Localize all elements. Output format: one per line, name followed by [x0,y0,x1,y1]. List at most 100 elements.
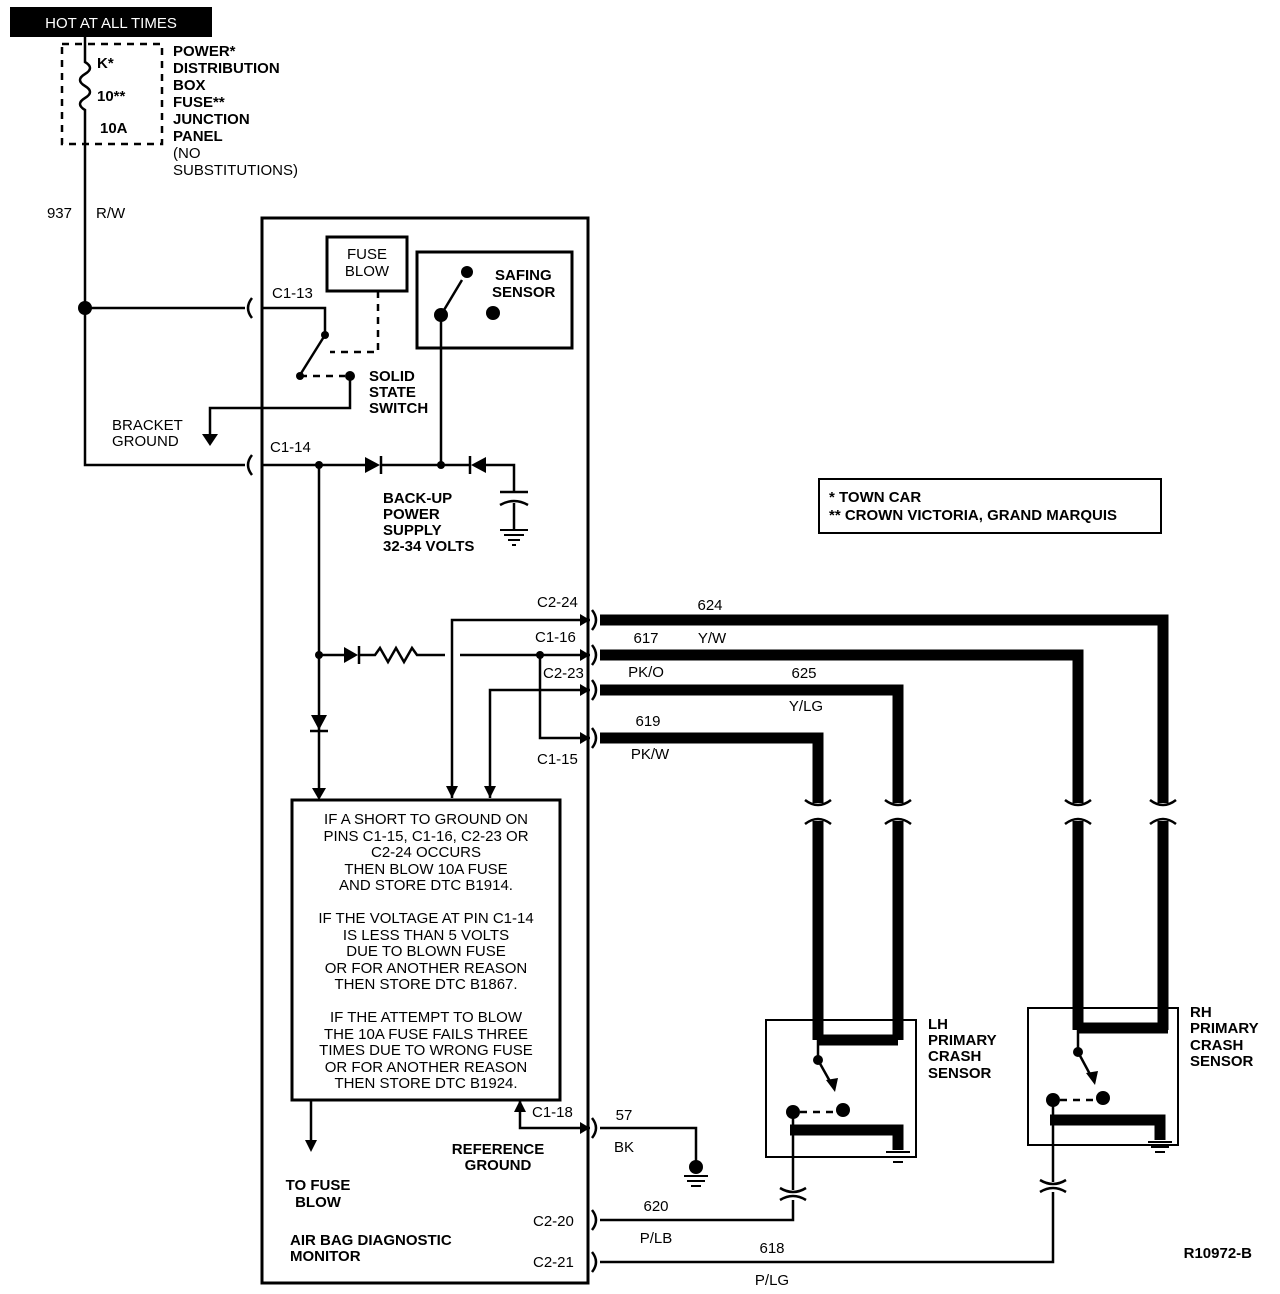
safing-switch-arm [439,279,464,316]
lh-sensor-label-2: PRIMARY [928,1032,997,1049]
diagnostic-logic-box [290,798,562,1102]
fuse-element [78,37,92,300]
lh-sensor-label-3: CRASH [928,1048,981,1065]
fuse-box-outline [60,42,164,146]
svg-text:THEN STORE DTC B1924.: THEN STORE DTC B1924. [334,1075,517,1092]
svg-text:BOX: BOX [173,77,206,94]
solid-state-label-1: SOLID [369,368,415,385]
safing-label-2: SENSOR [492,284,556,301]
svg-text:OR FOR ANOTHER REASON: OR FOR ANOTHER REASON [325,1059,528,1076]
wire-620-number: 620 [643,1198,668,1215]
label-c1-18: C1-18 [532,1104,573,1121]
backup-label-1: BACK-UP [383,490,452,507]
rh-sensor-label-4: SENSOR [1190,1053,1254,1070]
backup-label-3: SUPPLY [383,522,442,539]
svg-text:POWER*: POWER* [173,43,236,60]
svg-text:IF THE ATTEMPT TO BLOW: IF THE ATTEMPT TO BLOW [330,1009,523,1026]
air-bag-diagnostic-monitor [260,216,590,1285]
wire-619-number: 619 [635,713,660,730]
connector-c1-13 [246,297,254,319]
label-c2-24: C2-24 [537,594,578,611]
ground-symbol [500,529,528,546]
legend-line-2: ** CROWN VICTORIA, GRAND MARQUIS [829,507,1117,524]
wire-625-number: 625 [791,665,816,682]
monitor-title-line2: MONITOR [290,1248,361,1265]
svg-text:IF THE VOLTAGE AT PIN C1-14: IF THE VOLTAGE AT PIN C1-14 [318,910,533,927]
ref-ground-label-1: REFERENCE [452,1141,545,1158]
wire-618-color: P/LG [755,1272,789,1289]
label-c1-13: C1-13 [272,285,313,302]
chassis-ground-symbol [684,1175,708,1187]
wire-937-color: R/W [96,205,126,222]
wire-57 [600,1126,698,1163]
wire-620-color: P/LB [640,1230,673,1247]
backup-supply-wire [486,463,516,492]
label-c1-15: C1-15 [537,751,578,768]
wire-pko-color: PK/O [628,664,664,681]
fuse-description: POWER* DISTRIBUTION BOX FUSE** JUNCTION … [173,43,298,179]
solid-state-label-2: STATE [369,384,416,401]
fuse-blow-link [330,291,380,354]
label-c1-16: C1-16 [535,629,576,646]
wire-618 [600,1192,1055,1264]
svg-text:AND STORE DTC B1914.: AND STORE DTC B1914. [339,877,513,894]
wire-618-number: 618 [759,1240,784,1257]
ref-ground-label-2: GROUND [465,1157,532,1174]
svg-text:IF A SHORT TO GROUND ON: IF A SHORT TO GROUND ON [324,811,528,828]
svg-text:IS LESS THAN 5 VOLTS: IS LESS THAN 5 VOLTS [343,927,509,944]
wire-617 [600,649,1084,1030]
wire-625-color: Y/LG [789,698,823,715]
svg-text:PINS C1-15, C1-16, C2-23 OR: PINS C1-15, C1-16, C2-23 OR [323,828,528,845]
lh-crash-sensor-box [765,1019,917,1158]
hot-banner-label: HOT AT ALL TIMES [45,15,177,32]
to-fuse-blow-label-2: BLOW [295,1194,342,1211]
fuse-blow-label-1: FUSE [347,246,387,263]
label-c1-14: C1-14 [270,439,311,456]
fuse-label-10a: 10A [100,120,128,137]
svg-text:PANEL: PANEL [173,128,223,145]
wire-617-color: Y/W [698,630,727,647]
solid-state-label-3: SWITCH [369,400,428,417]
to-fuse-blow-label-1: TO FUSE [286,1177,351,1194]
label-c2-23: C2-23 [543,665,584,682]
safing-sensor-box [415,250,574,350]
svg-text:OR FOR ANOTHER REASON: OR FOR ANOTHER REASON [325,960,528,977]
svg-text:FUSE**: FUSE** [173,94,225,111]
wire-57-color: BK [614,1139,634,1156]
wire-624-number: 624 [697,597,722,614]
label-c2-21: C2-21 [533,1254,574,1271]
backup-label-2: POWER [383,506,440,523]
wire-620 [600,1200,795,1222]
wire-937-number: 937 [47,205,72,222]
svg-text:TIMES DUE TO WRONG FUSE: TIMES DUE TO WRONG FUSE [319,1042,533,1059]
hot-banner [10,7,212,37]
wire-57-number: 57 [616,1107,633,1124]
connector-c1-14 [246,454,254,476]
bracket-ground-label-2: GROUND [112,433,179,450]
inline-connectors [800,798,1181,826]
wire-619-color: PK/W [631,746,670,763]
feed-wire-lower [83,300,245,467]
wire-625 [600,684,904,1040]
backup-label-4: 32-34 VOLTS [383,538,474,555]
wire-617-number: 617 [633,630,658,647]
wire-624 [600,614,1169,1030]
figure-id: R10972-B [1184,1245,1253,1262]
fuse-blow-box [325,235,409,293]
legend-box [818,478,1162,534]
svg-text:JUNCTION: JUNCTION [173,111,250,128]
fuse-blow-label-2: BLOW [345,263,390,280]
rh-sensor-label-2: PRIMARY [1190,1020,1259,1037]
label-c2-20: C2-20 [533,1213,574,1230]
svg-text:DUE TO BLOWN FUSE: DUE TO BLOWN FUSE [346,943,505,960]
legend-line-1: * TOWN CAR [829,489,921,506]
lh-sensor-label-4: SENSOR [928,1065,992,1082]
logic-text: IF A SHORT TO GROUND ON PINS C1-15, C1-1… [318,811,533,1092]
svg-text:THEN STORE DTC B1867.: THEN STORE DTC B1867. [334,976,517,993]
fuse-label-10: 10** [97,88,126,105]
fuse-label-k: K* [97,55,114,72]
rh-sensor-label-3: CRASH [1190,1037,1243,1054]
lh-sensor-label-1: LH [928,1016,948,1033]
rh-crash-sensor-box [1027,1007,1179,1146]
resistor [359,645,445,665]
